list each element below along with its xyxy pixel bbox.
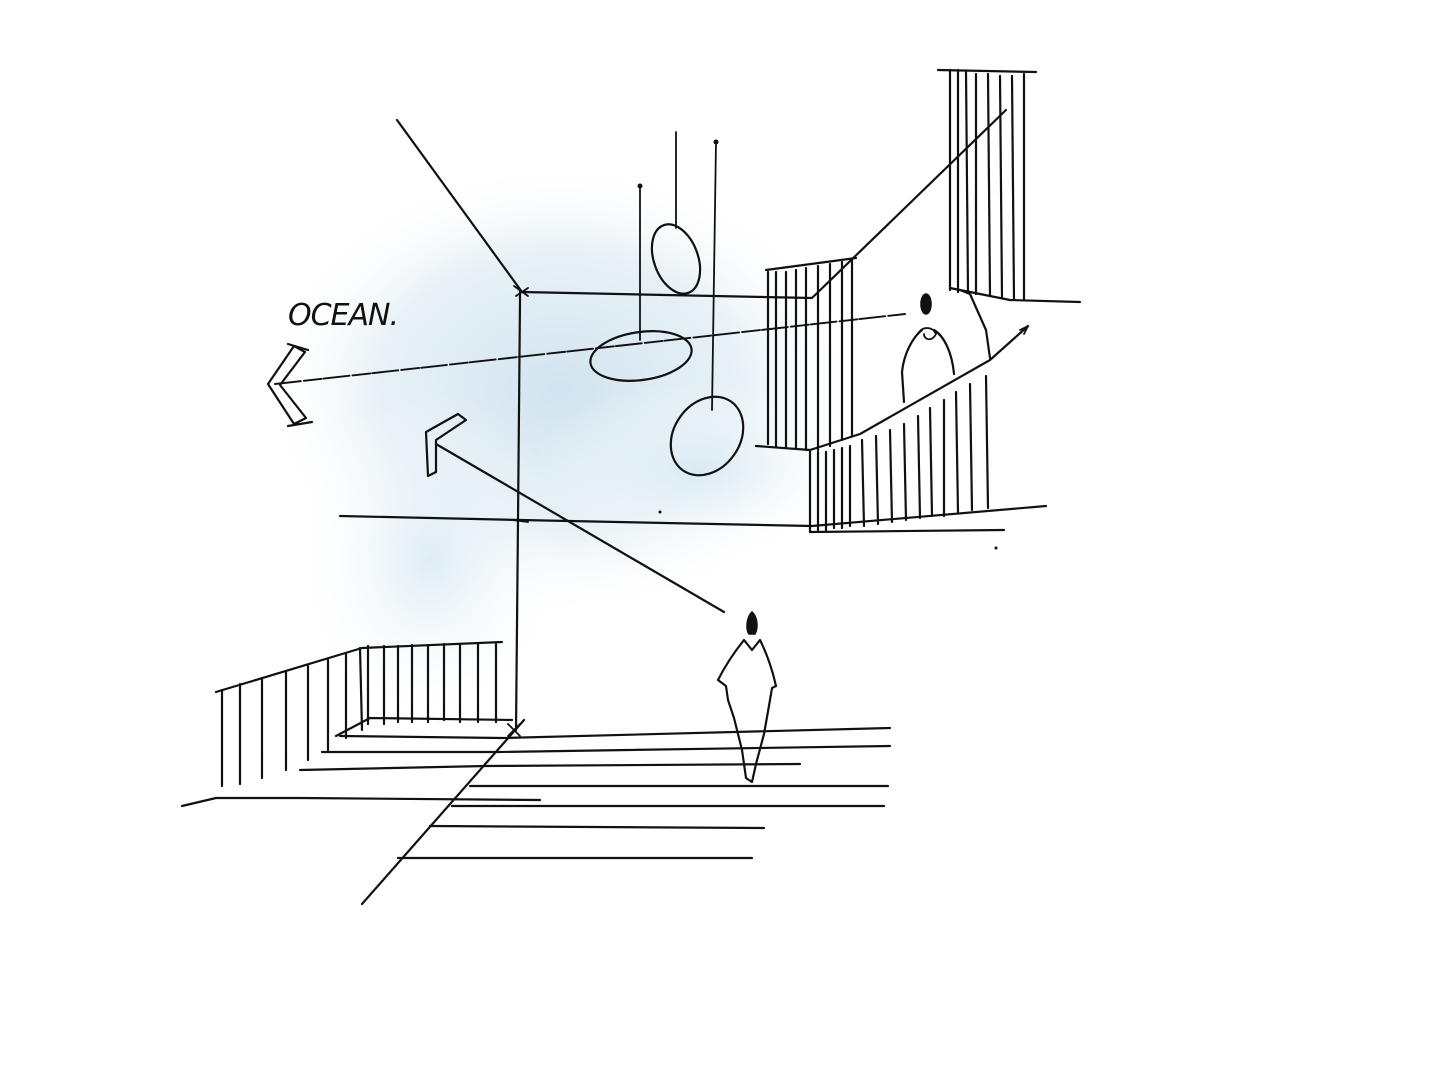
middle-staircase <box>754 256 1030 452</box>
ceiling-horizontal-line <box>520 290 814 300</box>
figure-on-stair <box>900 293 956 404</box>
ocean-view-arrow-icon <box>266 342 314 428</box>
sight-line-to-ocean <box>274 313 906 385</box>
upper-stair-top-edge <box>936 68 1038 74</box>
pendant-disc-2 <box>589 330 693 382</box>
ocean-label: OCEAN. <box>288 298 398 333</box>
corner-vertical-line <box>514 290 522 732</box>
floor-front-line <box>180 796 542 808</box>
room-structure-lines <box>338 118 814 732</box>
pendant-cord-3 <box>711 141 717 411</box>
plank-line-1 <box>338 726 892 740</box>
plank-line-3 <box>298 762 802 772</box>
pendant-disc-3 <box>669 395 745 477</box>
floor-planks <box>180 718 892 906</box>
sight-lines <box>274 108 1008 614</box>
plank-line-6 <box>428 824 766 830</box>
pendant-lights <box>589 131 745 477</box>
corner-mark-top <box>513 285 529 297</box>
lower-stair-balusters <box>808 374 990 534</box>
walking-person <box>716 611 778 784</box>
floor-line-back <box>338 514 814 528</box>
direction-arrows <box>266 342 468 478</box>
figure-small-shoulder <box>917 327 937 341</box>
window-view-arrow-icon <box>424 412 468 478</box>
railing-base-rail <box>334 716 514 738</box>
middle-stair-rail <box>754 324 1030 452</box>
middle-stair-top-edge <box>764 256 858 272</box>
ceiling-diagonal-line <box>395 118 524 294</box>
upper-stair-balusters <box>948 68 1026 302</box>
railing-top-rail <box>214 640 504 694</box>
left-railing <box>214 640 514 788</box>
person-body <box>716 638 778 784</box>
floor-diagonal-edge <box>360 718 526 906</box>
figure-small-body <box>900 328 956 404</box>
corner-mark-mid <box>511 519 529 523</box>
sight-line-to-window <box>434 442 726 614</box>
stair-rail-diagonal-upper <box>810 108 1008 300</box>
floor-corner-mark <box>507 723 521 737</box>
rail-arrow-tip <box>1019 325 1029 335</box>
lower-stair-base-line <box>808 528 1006 534</box>
railing-balusters <box>220 642 498 788</box>
upper-stair-base-line <box>948 286 1082 304</box>
lower-staircase <box>658 374 1048 550</box>
plank-line-2 <box>320 744 892 754</box>
middle-stair-balusters <box>766 258 854 452</box>
blue-wash <box>260 160 870 730</box>
pendant-disc-1 <box>650 223 702 295</box>
person-head <box>746 611 758 635</box>
upper-staircase <box>936 68 1082 360</box>
upper-stair-step-edge <box>958 288 992 360</box>
figure-small-head <box>920 293 932 315</box>
lower-stair-floor-line <box>810 504 1048 528</box>
